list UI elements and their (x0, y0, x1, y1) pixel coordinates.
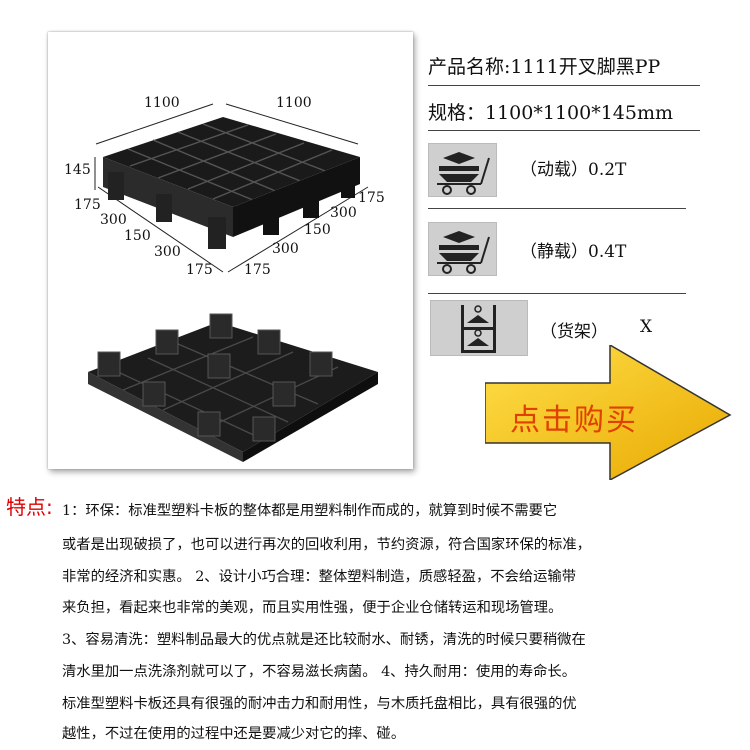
features-line: 标准型塑料卡板还具有很强的耐冲击力和耐用性，与木质托盘相比，具有很强的优 (62, 696, 577, 712)
rack-load-icon-box (430, 300, 528, 356)
features-title: 特点: (6, 495, 53, 519)
hand-truck-icon (437, 231, 490, 274)
pallet-top-view-image (94, 103, 369, 273)
features-line: 1：环保：标准型塑料卡板的整体都是用塑料制作而成的，就算到时候不需要它 (62, 503, 558, 519)
features-line: 清水里加一点洗涤剂就可以了，不容易滋长病菌。 4、持久耐用：使用的寿命长。 (62, 664, 577, 680)
divider (428, 130, 700, 131)
features-line: 来负担，看起来也非常的美观，而且实用性强，便于企业仓储转运和现场管理。 (62, 600, 563, 616)
features-line: 3、容易清洗：塑料制品最大的优点就是还比较耐水、耐锈，清洗的时候只要稍微在 (62, 632, 586, 648)
dim-top-left: 1100 (144, 95, 180, 111)
dim-left-175-a: 175 (74, 197, 101, 213)
rack-icon (461, 305, 496, 353)
dim-right-175-b: 175 (244, 262, 271, 278)
pallet-bottom-view-image (88, 313, 378, 462)
dim-right-300-b: 300 (272, 241, 299, 257)
dynamic-load-text: （动载）0.2T (520, 160, 627, 180)
dim-right-300-a: 300 (330, 205, 357, 221)
dim-right-175-a: 175 (358, 190, 385, 206)
dim-left-300-a: 300 (100, 212, 127, 228)
static-load-text: （静载）0.4T (520, 242, 627, 262)
dynamic-load-icon-box (428, 143, 497, 197)
static-load-icon-box (428, 222, 497, 276)
divider (428, 208, 686, 209)
product-name: 产品名称:1111开叉脚黑PP (428, 56, 661, 78)
rack-load-value: X (640, 317, 653, 337)
rack-load-label: （货架） (540, 322, 608, 342)
divider (428, 85, 700, 86)
features-line: 非常的经济和实惠。 2、设计小巧合理：整体塑料制造，质感轻盈，不会给运输带 (62, 569, 577, 585)
hand-truck-icon (437, 152, 490, 195)
divider (428, 293, 686, 294)
features-line: 越性，不过在使用的过程中还是要减少对它的摔、碰。 (62, 726, 406, 742)
dim-left-300-b: 300 (154, 244, 181, 260)
dim-left-150: 150 (124, 228, 151, 244)
dim-left-175-b: 175 (186, 262, 213, 278)
dim-height: 145 (64, 162, 91, 178)
features-line: 或者是出现破损了，也可以进行再次的回收利用，节约资源，符合国家环保的标准， (62, 537, 591, 553)
dim-right-150: 150 (304, 222, 331, 238)
buy-arrow-icon[interactable] (485, 345, 735, 480)
dim-top-right: 1100 (276, 95, 312, 111)
product-photo-frame: 1100 1100 145 175 300 150 300 175 175 30… (48, 32, 413, 469)
buy-button[interactable]: 点击购买 (510, 403, 638, 438)
product-spec: 规格：1100*1100*145mm (428, 102, 674, 124)
